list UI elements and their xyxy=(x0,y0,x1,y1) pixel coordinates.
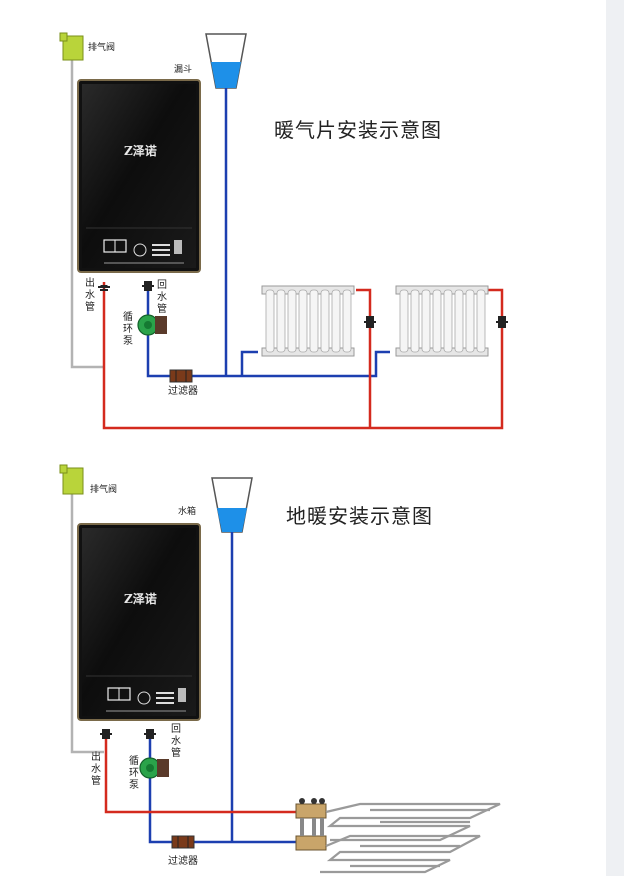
return-branch-pipe xyxy=(240,350,258,376)
radiator-2 xyxy=(395,285,489,357)
return-pipe-label: 回水管 xyxy=(171,724,181,759)
outlet-valve-icon xyxy=(98,285,110,291)
circulation-pump-icon xyxy=(137,314,167,336)
filter-icon xyxy=(171,835,195,849)
radiator-installation-diagram xyxy=(59,32,508,430)
vent-valve-label: 排气阀 xyxy=(88,43,116,53)
boiler-unit xyxy=(77,523,201,721)
radiator-1 xyxy=(261,285,355,357)
filter-label: 过滤器 xyxy=(168,386,198,397)
filter-label: 过滤器 xyxy=(168,856,198,867)
outlet-pipe-label: 出水管 xyxy=(91,752,101,787)
vent-valve-label: 排气阀 xyxy=(90,485,118,495)
vent-pipe xyxy=(70,58,104,369)
water-tank-icon xyxy=(211,477,253,533)
return-pipe xyxy=(146,282,390,378)
water-tank-label: 水箱 xyxy=(178,507,197,517)
boiler-brand-logo: Z泽诺 xyxy=(124,144,157,158)
supply-branch-pipe xyxy=(356,288,372,428)
floor-heating-diagram-title: 地暖安装示意图 xyxy=(286,504,433,528)
outlet-pipe-label: 出水管 xyxy=(85,278,95,313)
supply-pipe xyxy=(104,732,296,814)
radiator-diagram-title: 暖气片安装示意图 xyxy=(274,118,442,142)
boiler-display xyxy=(103,239,184,264)
boiler-brand-logo: Z泽诺 xyxy=(124,592,157,606)
vent-valve-icon xyxy=(59,32,84,61)
vent-pipe xyxy=(70,492,104,754)
filter-icon xyxy=(169,369,193,383)
floor-heating-coils xyxy=(320,802,501,874)
floor-heating-installation-diagram xyxy=(59,464,501,874)
outlet-valve-icon xyxy=(100,729,112,739)
return-valve-icon xyxy=(142,281,154,291)
radiator-2-valve-icon xyxy=(496,316,508,328)
pump-label: 循环泵 xyxy=(123,312,133,347)
scrollbar-track[interactable] xyxy=(606,0,624,876)
supply-pipe xyxy=(102,282,504,430)
return-pipe-label: 回水管 xyxy=(157,280,167,315)
funnel-icon xyxy=(205,33,247,89)
boiler-unit xyxy=(77,79,201,273)
funnel-label: 漏斗 xyxy=(174,65,193,75)
manifold-icon xyxy=(295,798,327,851)
boiler-display xyxy=(106,687,186,712)
pump-label: 循环泵 xyxy=(129,756,139,791)
return-valve-icon xyxy=(144,729,156,739)
vent-valve-icon xyxy=(59,464,84,495)
radiator-1-valve-icon xyxy=(364,316,376,328)
circulation-pump-icon xyxy=(139,757,169,779)
